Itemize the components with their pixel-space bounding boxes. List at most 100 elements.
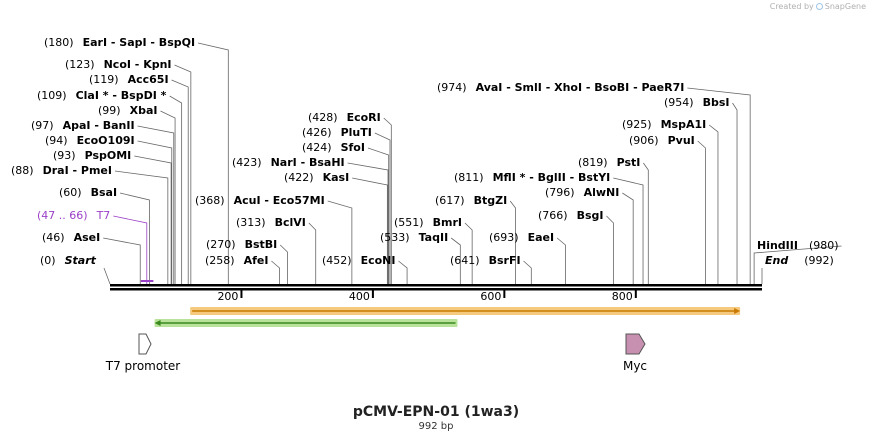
- site-leader: [374, 132, 391, 284]
- map-title-block: pCMV-EPN-01 (1wa3) 992 bp: [0, 404, 872, 432]
- site-label: (47 .. 66)T7: [37, 209, 110, 222]
- site-label: (954)BbsI: [664, 96, 730, 109]
- site-leader: [271, 260, 280, 284]
- site-label: (693)EaeI: [489, 231, 554, 244]
- site-label: (60)BsaI: [59, 186, 117, 199]
- site-leader: [613, 177, 644, 284]
- site-leader: [708, 124, 719, 284]
- feature-annotations: T7 promoter Myc: [105, 333, 647, 373]
- site-leader: [450, 237, 461, 284]
- ruler-tick-label: 400: [349, 290, 370, 303]
- site-label: (617)BtgZI: [435, 194, 507, 207]
- site-leader: [606, 215, 614, 284]
- site-leader: [753, 245, 842, 284]
- site-leader: [171, 79, 189, 284]
- site-label: (925)MspA1I: [622, 118, 706, 131]
- site-leader: [367, 147, 390, 284]
- t7-promoter-arrow-icon: [138, 333, 152, 355]
- site-label: (551)BmrI: [394, 216, 462, 229]
- plasmid-name: pCMV-EPN-01 (1wa3): [352, 404, 520, 420]
- snapgene-logo-icon: [815, 3, 823, 10]
- site-label: (99)XbaI: [98, 104, 157, 117]
- t7-promoter-label: T7 promoter: [105, 359, 181, 373]
- site-leader: [687, 87, 751, 284]
- orange-feature-arrow: [734, 308, 741, 314]
- site-leader: [197, 42, 229, 284]
- feature-bars: [154, 307, 741, 327]
- myc-label: Myc: [623, 359, 647, 373]
- site-label: (46)AseI: [42, 231, 100, 244]
- end-label: End(992): [765, 254, 834, 267]
- site-leader: [509, 200, 516, 284]
- site-leader: [347, 162, 389, 284]
- site-leader: [383, 117, 392, 284]
- site-label: (423)NarI - BsaHI: [232, 156, 345, 169]
- sequence-backbone: [110, 280, 762, 291]
- site-label: HindIII(980): [757, 239, 839, 252]
- start-leader: [103, 267, 111, 285]
- site-label: (974)AvaI - SmlI - XhoI - BsoBI - PaeR7I: [437, 81, 684, 94]
- site-label: (533)TaqII: [380, 231, 448, 244]
- site-leader: [279, 244, 288, 284]
- ruler-tick-label: 200: [217, 290, 238, 303]
- site-leader: [732, 102, 738, 284]
- site-leader: [134, 155, 172, 284]
- myc-tag-arrow-icon: [625, 333, 646, 355]
- site-leader: [697, 140, 706, 284]
- watermark-brand: SnapGene: [824, 2, 866, 11]
- site-label: (424)SfoI: [302, 141, 365, 154]
- site-labels: (180)EarI - SapI - BspQI (123)NcoI - KpnI…: [11, 36, 839, 267]
- site-label: (811)MflI * - BglII - BstYI: [454, 171, 610, 184]
- site-leader: [169, 95, 183, 284]
- backbone-top-strand: [110, 284, 762, 287]
- site-leader: [327, 200, 353, 284]
- site-label: (109)ClaI * - BspDI *: [37, 89, 167, 102]
- watermark-created-by: Created by: [769, 2, 814, 11]
- ruler-tick-label: 600: [480, 290, 501, 303]
- site-leader: [103, 237, 141, 284]
- site-leader: [174, 64, 192, 284]
- site-leader: [308, 222, 317, 284]
- site-leader: [114, 170, 169, 284]
- site-leader: [352, 177, 388, 284]
- site-label: (270)BstBI: [206, 238, 277, 251]
- snapgene-watermark: Created by SnapGene: [770, 2, 866, 11]
- site-label: (452)EcoNI: [322, 254, 395, 267]
- site-label: (428)EcoRI: [308, 111, 381, 124]
- site-label: (258)AfeI: [205, 254, 268, 267]
- site-leader: [137, 140, 173, 284]
- green-feature-arrow: [154, 320, 161, 326]
- site-label: (796)AlwNI: [545, 186, 619, 199]
- site-label: (97)ApaI - BanII: [31, 119, 135, 132]
- site-label: (180)EarI - SapI - BspQI: [44, 36, 195, 49]
- site-label: (766)BsgI: [538, 209, 604, 222]
- site-leader: [523, 260, 532, 284]
- plasmid-length: 992 bp: [418, 421, 454, 432]
- site-label: (819)PstI: [578, 156, 640, 169]
- site-label: (88)DraI - PmeI: [11, 164, 112, 177]
- site-label: (123)NcoI - KpnI: [65, 58, 172, 71]
- site-label: (368)AcuI - Eco57MI: [195, 194, 325, 207]
- site-label: (93)PspOMI: [53, 149, 131, 162]
- site-leader: [119, 192, 150, 284]
- site-leader: [643, 162, 649, 284]
- site-label: (906)PvuI: [629, 134, 695, 147]
- ruler-tick-label: 800: [612, 290, 633, 303]
- site-label: (313)BclVI: [236, 216, 306, 229]
- site-leader-lines: [103, 42, 842, 285]
- site-leader: [464, 222, 473, 284]
- site-label: (641)BsrFI: [450, 254, 521, 267]
- site-label: (119)Acc65I: [89, 73, 169, 86]
- position-ruler: 200 400 600 800: [217, 290, 637, 303]
- start-label: (0)Start: [40, 254, 97, 267]
- site-label: (422)KasI: [284, 171, 349, 184]
- site-leader: [113, 215, 148, 284]
- backbone-bottom-strand: [110, 288, 762, 291]
- site-label: (426)PluTI: [302, 126, 372, 139]
- site-leader: [556, 237, 566, 284]
- site-leader: [398, 260, 408, 284]
- site-label: (94)EcoO109I: [45, 134, 135, 147]
- site-leader: [137, 125, 175, 284]
- site-leader: [160, 110, 176, 284]
